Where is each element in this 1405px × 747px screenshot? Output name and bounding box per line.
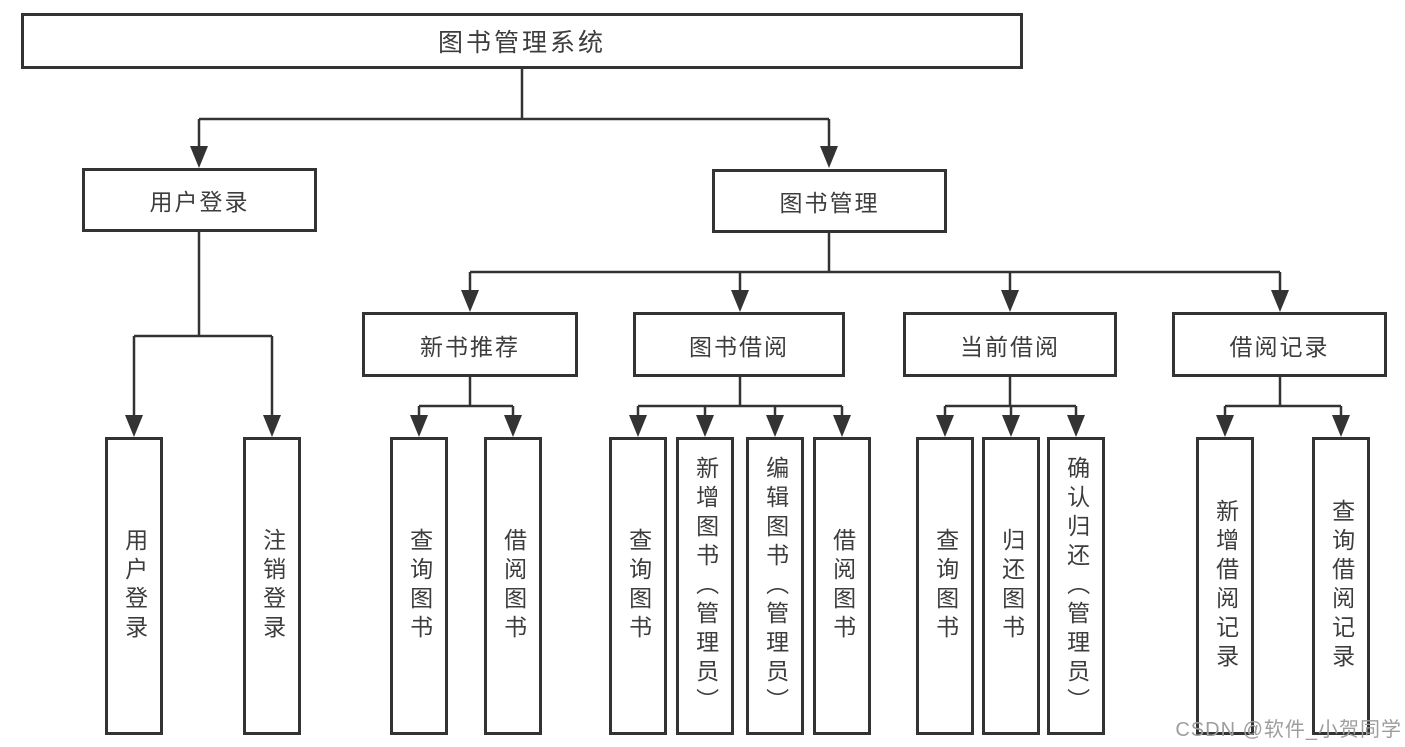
node-new-book-recommend: 新书推荐 bbox=[362, 312, 578, 377]
leaf-record-add: 新增借阅记录 bbox=[1196, 437, 1254, 735]
leaf-current-query-book: 查询图书 bbox=[916, 437, 974, 735]
node-current-borrow: 当前借阅 bbox=[903, 312, 1117, 377]
leaf-borrow-add-book-admin: 新增图书（管理员） bbox=[676, 437, 734, 735]
leaf-recommend-query-book: 查询图书 bbox=[390, 437, 448, 735]
node-root-system: 图书管理系统 bbox=[21, 13, 1023, 69]
node-book-management: 图书管理 bbox=[712, 169, 947, 233]
leaf-recommend-borrow-book: 借阅图书 bbox=[484, 437, 542, 735]
leaf-logout: 注销登录 bbox=[243, 437, 301, 735]
node-borrow-record: 借阅记录 bbox=[1172, 312, 1387, 377]
node-book-borrow: 图书借阅 bbox=[633, 312, 845, 377]
node-user-login: 用户登录 bbox=[82, 168, 317, 232]
leaf-user-login: 用户登录 bbox=[105, 437, 163, 735]
csdn-watermark: CSDN @软件_小贺同学 bbox=[1175, 719, 1402, 741]
leaf-current-confirm-return-admin: 确认归还（管理员） bbox=[1047, 437, 1105, 735]
leaf-record-query: 查询借阅记录 bbox=[1312, 437, 1370, 735]
leaf-current-return-book: 归还图书 bbox=[982, 437, 1040, 735]
leaf-borrow-edit-book-admin: 编辑图书（管理员） bbox=[746, 437, 804, 735]
leaf-borrow-borrow-book: 借阅图书 bbox=[813, 437, 871, 735]
leaf-borrow-query-book: 查询图书 bbox=[609, 437, 667, 735]
